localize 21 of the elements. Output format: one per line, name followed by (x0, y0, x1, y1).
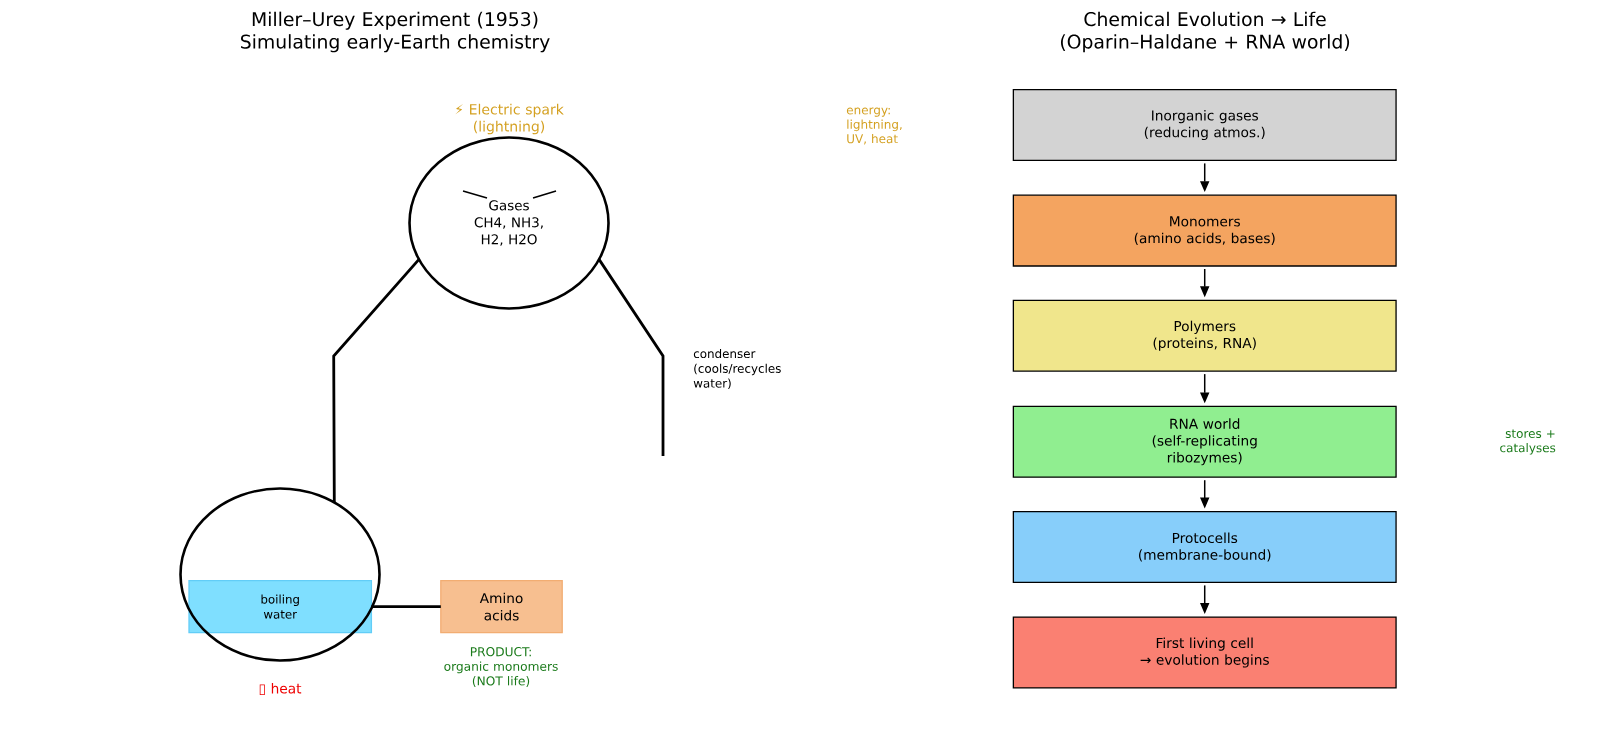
heat-label: ▯ heat (259, 682, 302, 696)
process-box: Monomers (amino acids, bases) (1012, 194, 1397, 267)
process-box: Inorganic gases (reducing atmos.) (1012, 88, 1397, 162)
note-text: energy: lightning, UV, heat (846, 107, 902, 145)
process-box: RNA world (self-replicating ribozymes) (1012, 405, 1397, 478)
condenser-tube (597, 258, 665, 456)
spark-label: ⚡ Electric spark (lightning) (455, 103, 564, 135)
condenser-label: condenser (cools/recycles water) (693, 348, 781, 390)
panel-title: Chemical Evolution → Life (Oparin–Haldane + RNA world) (1060, 11, 1350, 53)
process-box: First living cell → evolution begins (1012, 616, 1397, 689)
note-text: stores + catalyses (1500, 429, 1556, 455)
process-box: Protocells (membrane-bound) (1012, 510, 1397, 584)
water-box: boiling water (188, 579, 373, 634)
tube (371, 605, 441, 608)
tube (332, 258, 420, 503)
process-box: Polymers (proteins, RNA) (1012, 299, 1397, 372)
flask: Gases CH4, NH3, H2, H2O (408, 136, 610, 310)
note-text: PRODUCT: organic monomers (NOT life) (444, 647, 558, 687)
product-box: Amino acids (440, 579, 563, 634)
panel-title: Miller–Urey Experiment (1953) Simulating early-Earth chemistry (241, 11, 550, 53)
flask (179, 487, 381, 662)
